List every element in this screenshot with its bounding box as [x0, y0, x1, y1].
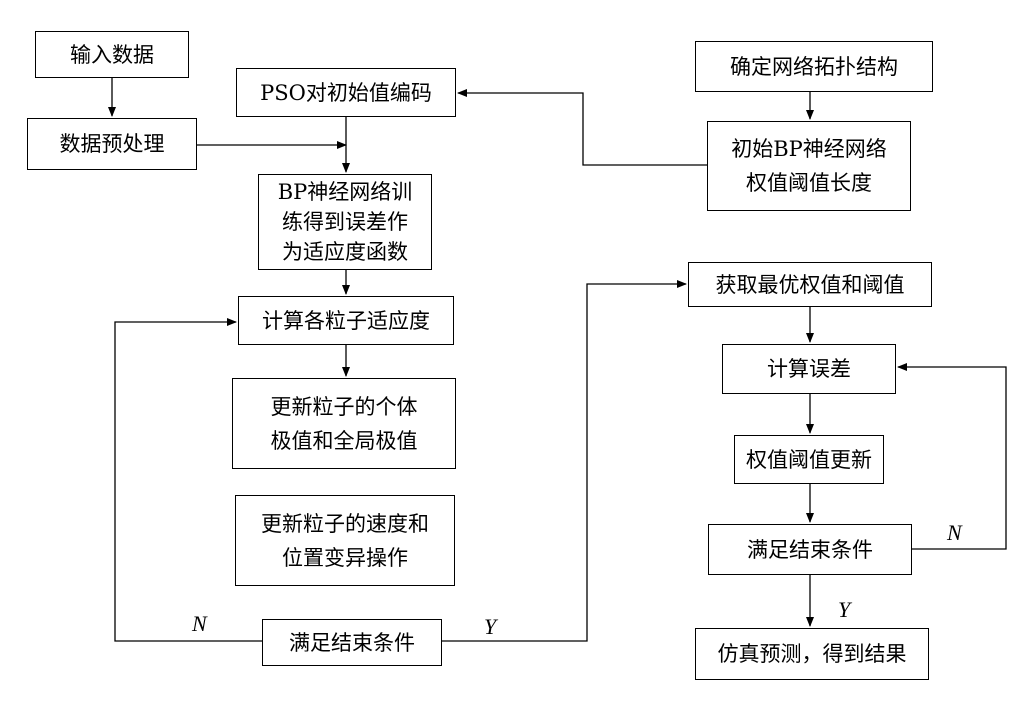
node-text: 计算各粒子适应度: [262, 308, 430, 333]
edge-label-right-no: N: [947, 520, 962, 545]
arrow-init-to-pso: [457, 89, 707, 166]
node-update-velocity: 更新粒子的速度和 位置变异操作: [235, 495, 455, 586]
node-update-extrema: 更新粒子的个体 极值和全局极值: [232, 378, 456, 469]
node-preprocess: 数据预处理: [27, 118, 197, 170]
node-text-line-2: 练得到误差作: [282, 210, 408, 234]
node-update-weights: 权值阈值更新: [734, 435, 884, 484]
node-text: 数据预处理: [59, 132, 165, 156]
node-text: 确定网络拓扑结构: [730, 54, 898, 79]
node-text-line-1: 初始BP神经网络: [731, 137, 887, 161]
node-end-condition-left: 满足结束条件: [262, 619, 442, 666]
node-simulate: 仿真预测，得到结果: [695, 628, 929, 680]
node-calc-fitness: 计算各粒子适应度: [238, 296, 454, 345]
node-init-bp: 初始BP神经网络 权值阈值长度: [707, 121, 911, 211]
edge-label-right-yes: Y: [838, 597, 851, 622]
node-get-optimal: 获取最优权值和阈值: [688, 262, 932, 307]
node-input-data: 输入数据: [35, 31, 189, 78]
arrow-left-loop-no: [114, 318, 262, 642]
node-text-line-3: 为适应度函数: [282, 240, 408, 264]
edge-label-left-no: N: [192, 611, 207, 636]
node-topology: 确定网络拓扑结构: [695, 41, 933, 92]
node-text-line-1: 更新粒子的速度和: [261, 511, 429, 536]
node-text: 计算误差: [767, 357, 851, 381]
node-text-line-1: BP神经网络训: [277, 180, 413, 204]
edge-label-left-yes: Y: [484, 614, 497, 639]
node-text: 输入数据: [70, 42, 154, 67]
node-text-line-2: 位置变异操作: [282, 545, 408, 570]
node-calc-error: 计算误差: [722, 344, 896, 394]
node-text: 权值阈值更新: [746, 447, 872, 472]
node-bp-train: BP神经网络训 练得到误差作 为适应度函数: [258, 174, 432, 270]
node-text-line-2: 权值阈值长度: [746, 171, 872, 195]
node-text: 仿真预测，得到结果: [717, 642, 907, 666]
node-pso-encode: PSO对初始值编码: [236, 68, 456, 117]
arrow-left-yes: [442, 280, 687, 642]
arrow-right-loop-no: [897, 363, 1007, 550]
node-text: 满足结束条件: [289, 630, 415, 655]
node-end-condition-right: 满足结束条件: [708, 524, 912, 575]
node-text-line-1: 更新粒子的个体: [270, 394, 418, 419]
node-text: 满足结束条件: [747, 537, 873, 562]
node-text: PSO对初始值编码: [260, 80, 432, 105]
node-text: 获取最优权值和阈值: [715, 272, 905, 297]
node-text-line-2: 极值和全局极值: [270, 428, 418, 453]
